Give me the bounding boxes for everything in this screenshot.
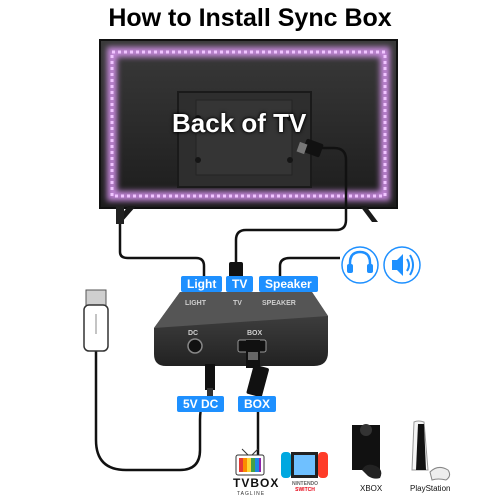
switch-label: NINTENDO SWITCH (288, 481, 322, 493)
tvbox-device (235, 448, 265, 476)
hdmi-plug-icon (296, 138, 324, 158)
led-strip (110, 50, 387, 198)
headphones-icon (341, 246, 379, 284)
playstation-device (411, 420, 451, 481)
light-port-tag: Light (181, 276, 223, 292)
tv-foot-right (360, 206, 378, 222)
box-panel-box: BOX (247, 330, 263, 337)
tvbox-tagline: TAGLINE (237, 491, 266, 497)
speaker-icon (383, 246, 421, 284)
page-title: How to Install Sync Box (108, 4, 392, 32)
tv-port-tag: TV (226, 276, 254, 292)
xbox-label: XBOX (360, 484, 383, 493)
tv-label: Back of TV (172, 108, 307, 138)
switch-label-line1: NINTENDO (291, 481, 319, 487)
box-panel-light: LIGHT (185, 300, 206, 307)
dc-plug-icon (116, 206, 124, 224)
sync-box (154, 292, 328, 368)
box-panel-speaker: SPEAKER (262, 300, 296, 307)
switch-label-line2: SWITCH (295, 487, 315, 493)
tv-back (99, 39, 398, 222)
playstation-label: PlayStation (410, 484, 451, 493)
xbox-device (352, 424, 382, 479)
tvbox-label: TVBOX (233, 476, 280, 490)
dc-port (187, 338, 203, 354)
box-panel-tv: TV (233, 300, 242, 307)
box-port-tag: BOX (238, 396, 277, 412)
dc-port-tag: 5V DC (177, 396, 225, 412)
dc-plug-icon (205, 364, 215, 396)
speaker-port-tag: Speaker (259, 276, 318, 292)
usb-plug-icon (83, 289, 109, 352)
box-panel-dc: DC (188, 330, 199, 337)
switch-device (281, 452, 328, 478)
